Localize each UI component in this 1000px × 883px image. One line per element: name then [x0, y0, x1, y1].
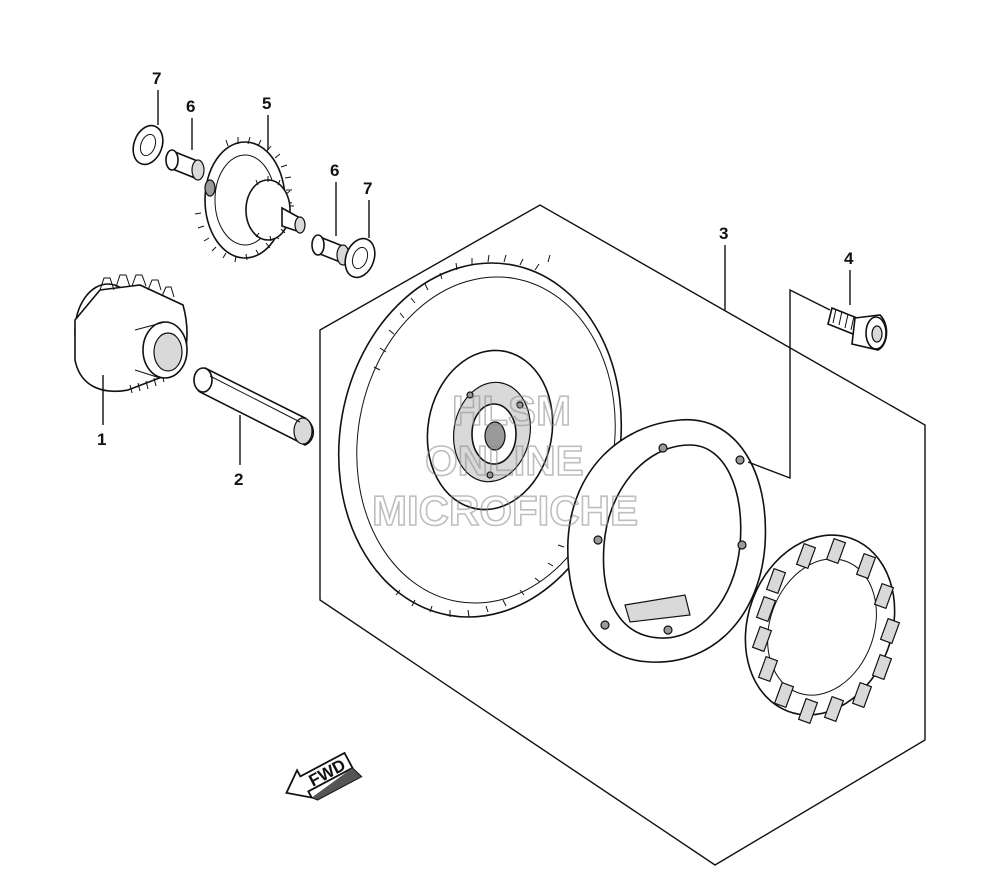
- callout-7-left: 7: [152, 69, 161, 88]
- fwd-arrow-icon: [285, 751, 354, 799]
- callout-1: 1: [97, 430, 106, 449]
- callout-7-right: 7: [363, 179, 372, 198]
- callout-labels: 1 2 3 4 5 6 6 7 7: [97, 69, 854, 489]
- washer-part-7-left: [132, 124, 164, 166]
- clutch-housing-part-3: [567, 419, 767, 663]
- washer-part-7-right: [344, 237, 376, 279]
- callout-5: 5: [262, 94, 271, 113]
- one-way-clutch-part-3: [744, 534, 901, 725]
- callout-3: 3: [719, 224, 728, 243]
- assembly-frame: [319, 204, 926, 866]
- bushing-part-6-right: [311, 234, 350, 266]
- watermark: HLSM ONLINE MICROFICHE: [371, 386, 639, 535]
- starter-idle-gear-part-1: [74, 274, 188, 394]
- callout-2: 2: [234, 470, 243, 489]
- callout-6-left: 6: [186, 97, 195, 116]
- bolt-part-4: [827, 306, 888, 351]
- bushing-part-6-left: [165, 149, 205, 181]
- shaft-part-2: [193, 367, 315, 446]
- starter-clutch-gear-part-3: [337, 254, 623, 618]
- callout-4: 4: [844, 249, 854, 268]
- watermark-line-3: MICROFICHE: [372, 487, 638, 534]
- watermark-line-1: HLSM: [452, 387, 571, 434]
- watermark-line-2: ONLINE: [425, 437, 584, 484]
- reduction-gear-part-5: [194, 136, 306, 263]
- callout-6-right: 6: [330, 161, 339, 180]
- leader-lines: [102, 90, 851, 480]
- fwd-direction-arrow: FWD: [285, 751, 363, 801]
